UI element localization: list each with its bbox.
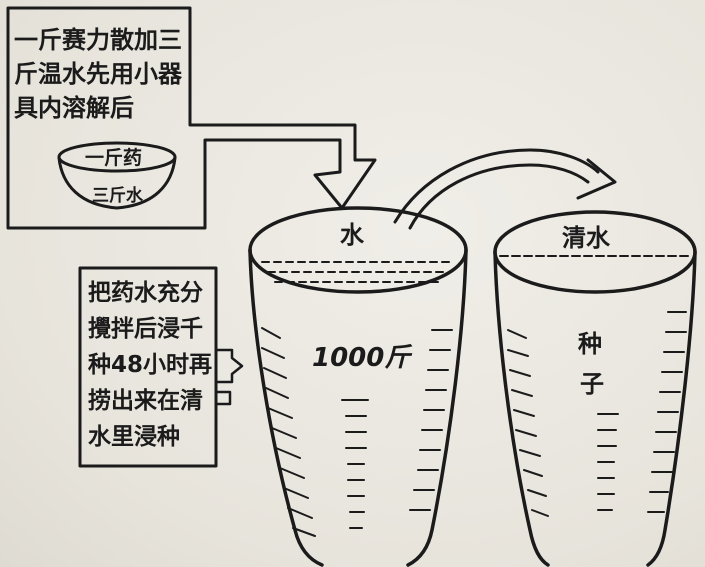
dissolve-note-line-2: 斤温水先用小器 xyxy=(14,60,183,88)
right-vat-water-label: 清水 xyxy=(562,224,611,252)
right-vat-seed-label-2: 子 xyxy=(580,370,604,398)
soak-note-box xyxy=(78,266,218,468)
left-vat-center-marks xyxy=(341,399,369,529)
left-vat-left-wall xyxy=(248,248,324,567)
left-vat-right-wall xyxy=(406,248,468,567)
left-vat-left-hatching xyxy=(261,327,316,537)
left-vat-liquid-lines xyxy=(261,261,453,283)
soak-note-line-1: 把药水充分 xyxy=(88,279,203,306)
left-vat: 水 1000斤 xyxy=(248,206,468,567)
transfer-arrow-head xyxy=(576,158,617,200)
soak-note-line-3: 种48小时再 xyxy=(87,352,212,378)
right-vat-right-hatching xyxy=(647,311,687,513)
soak-note-pointer xyxy=(214,348,244,384)
dissolve-note-outline-arrow xyxy=(6,6,377,230)
right-vat-left-hatching xyxy=(507,329,549,517)
soak-note-line-2: 攪拌后浸千 xyxy=(88,316,203,342)
left-vat-right-hatching xyxy=(409,329,453,511)
soak-note-bracket xyxy=(214,390,232,406)
right-vat-right-wall xyxy=(646,250,697,567)
left-vat-water-label: 水 xyxy=(340,221,365,249)
right-vat-left-wall xyxy=(493,250,550,567)
soak-note-line-5: 水里浸种 xyxy=(88,424,180,450)
small-mixing-bowl: 一斤药 三斤水 xyxy=(57,141,177,210)
right-vat-seed-label-1: 种 xyxy=(578,330,602,358)
bowl-water-label: 三斤水 xyxy=(92,185,144,206)
right-vat-center-marks xyxy=(597,413,619,511)
soak-note-line-4: 捞出来在清 xyxy=(88,387,203,414)
dissolve-note-line-1: 一斤赛力散加三 xyxy=(14,26,182,54)
right-vat: 清水 种 子 xyxy=(493,210,697,567)
bowl-body xyxy=(57,156,177,210)
bowl-medicine-label: 一斤药 xyxy=(85,146,142,169)
left-vat-amount-label: 1000斤 xyxy=(312,343,413,373)
soak-instruction-panel: 把药水充分 攪拌后浸千 种48小时再 捞出来在清 水里浸种 xyxy=(78,266,244,468)
transfer-arrow-inner xyxy=(408,163,590,230)
dissolve-instruction-panel: 一斤赛力散加三 斤温水先用小器 具内溶解后 xyxy=(6,6,377,230)
dissolve-note-line-3: 具内溶解后 xyxy=(14,94,134,122)
transfer-arrow-outer xyxy=(393,148,600,224)
transfer-arrow xyxy=(393,148,617,230)
